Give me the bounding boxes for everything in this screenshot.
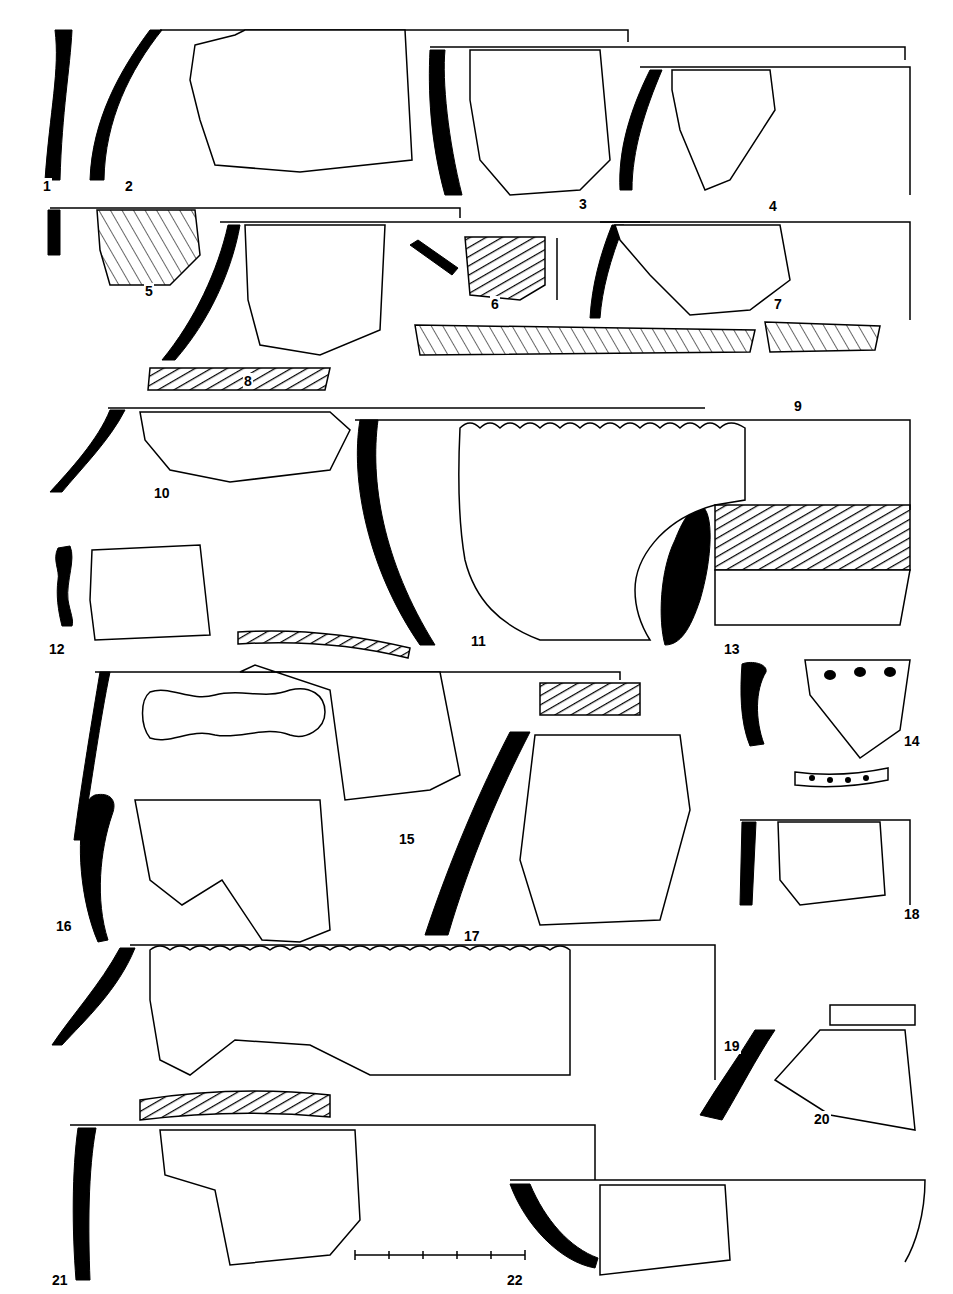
callout-number: 6: [490, 296, 500, 312]
callout-number: 20: [813, 1111, 831, 1127]
callout-number: 8: [243, 373, 253, 389]
callout-number: 22: [506, 1272, 524, 1288]
callout-number: 19: [723, 1038, 741, 1054]
callout-number: 1: [42, 178, 52, 194]
callout-number: 14: [903, 733, 921, 749]
callout-number: 7: [773, 296, 783, 312]
callout-number: 13: [723, 641, 741, 657]
callout-number: 5: [144, 283, 154, 299]
callout-number: 10: [153, 485, 171, 501]
callout-number: 2: [124, 178, 134, 194]
callout-number: 15: [398, 831, 416, 847]
callout-number: 9: [793, 398, 803, 414]
callout-number: 17: [463, 928, 481, 944]
callout-number: 4: [768, 198, 778, 214]
callout-number: 12: [48, 641, 66, 657]
callout-number: 3: [578, 196, 588, 212]
callout-number: 18: [903, 906, 921, 922]
callout-number: 21: [51, 1272, 69, 1288]
callout-number: 11: [470, 633, 487, 649]
callout-number: 16: [55, 918, 73, 934]
